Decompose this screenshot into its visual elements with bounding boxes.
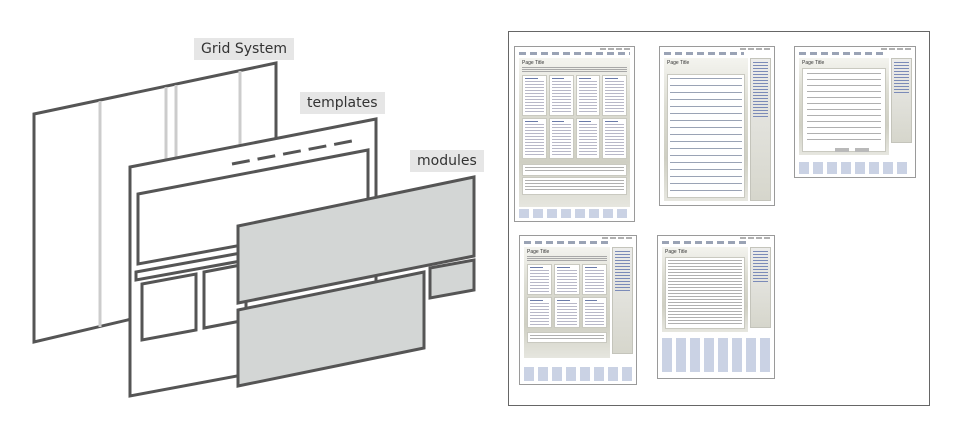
- utility-links: [881, 48, 911, 50]
- card: [522, 118, 547, 159]
- card: [575, 118, 601, 159]
- main-area: Page Title: [662, 247, 748, 332]
- examples-frame: Page Title Page Title: [508, 31, 930, 406]
- text-box: [522, 177, 627, 195]
- text-box: [527, 332, 607, 343]
- module-block-top: [236, 175, 476, 305]
- layer-diagram: Grid System templates modules: [0, 0, 490, 435]
- utility-links: [740, 237, 770, 239]
- card: [575, 75, 601, 116]
- intro-text: [522, 67, 627, 72]
- thumb-page-title: Page Title: [527, 249, 550, 255]
- text-box: [522, 164, 627, 176]
- card: [527, 264, 553, 295]
- page-thumbnail: Page Title: [514, 46, 635, 222]
- footer-links: [799, 162, 911, 174]
- page-thumbnail: Page Title: [794, 46, 916, 178]
- card: [527, 297, 553, 328]
- layer-diagram-svg: [32, 61, 476, 398]
- card-grid: [522, 75, 627, 159]
- template-column-block: [140, 272, 198, 342]
- top-nav: [519, 52, 630, 55]
- data-table: [667, 74, 745, 198]
- sidebar: [750, 58, 771, 201]
- footer-links: [524, 367, 632, 381]
- page-thumbnail: Page Title: [519, 235, 637, 385]
- modules-layer: [236, 175, 476, 388]
- main-area: Page Title: [519, 58, 630, 207]
- article-body: [665, 257, 745, 329]
- top-nav: [664, 52, 744, 55]
- module-small-block: [428, 258, 476, 300]
- thumb-page-title: Page Title: [667, 60, 690, 66]
- intro-text: [527, 256, 607, 261]
- top-nav: [662, 241, 748, 244]
- card-grid: [527, 264, 607, 328]
- utility-links: [602, 237, 632, 239]
- module-block-bottom: [236, 270, 426, 388]
- card: [548, 75, 574, 116]
- main-area: Page Title: [664, 58, 748, 201]
- thumb-page-title: Page Title: [522, 60, 545, 66]
- top-nav: [524, 241, 610, 244]
- card: [548, 118, 574, 159]
- utility-links: [600, 48, 630, 50]
- templates-label: templates: [300, 92, 385, 114]
- card: [554, 297, 580, 328]
- footer-links: [519, 209, 630, 218]
- card: [581, 264, 607, 295]
- card: [522, 75, 547, 116]
- page-thumbnail: Page Title: [657, 235, 775, 379]
- utility-links: [740, 48, 770, 50]
- template-nav-dashes: [231, 139, 353, 166]
- thumb-page-title: Page Title: [802, 60, 825, 66]
- sidebar: [750, 247, 771, 328]
- grid-system-label: Grid System: [194, 38, 295, 60]
- form-buttons: [835, 148, 869, 152]
- card: [602, 75, 627, 116]
- sidebar: [612, 247, 633, 354]
- page-thumbnail: Page Title: [659, 46, 775, 206]
- top-nav: [799, 52, 885, 55]
- main-area: Page Title: [799, 58, 889, 155]
- card: [602, 118, 627, 159]
- sidebar: [891, 58, 912, 143]
- form-panel: [802, 68, 886, 152]
- footer-links: [662, 338, 770, 372]
- thumb-page-title: Page Title: [665, 249, 688, 255]
- main-area: Page Title: [524, 247, 610, 358]
- card: [581, 297, 607, 328]
- card: [554, 264, 580, 295]
- modules-label: modules: [410, 150, 484, 172]
